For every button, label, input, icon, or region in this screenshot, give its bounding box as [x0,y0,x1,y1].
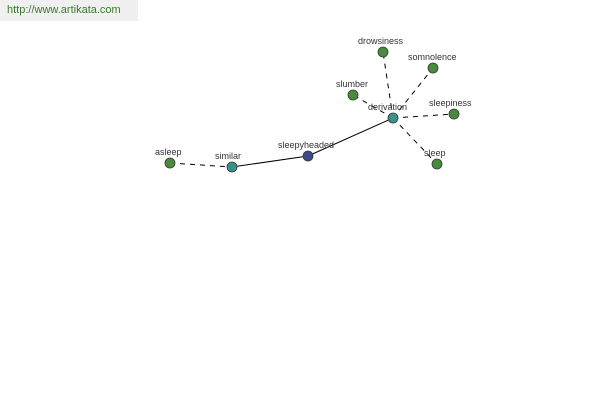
node-somnolence[interactable] [427,62,439,74]
node-similar[interactable] [226,161,238,173]
edge-derivation-sleepiness [392,113,455,119]
node-sleep[interactable] [431,158,443,170]
node-label-sleepyheaded: sleepyheaded [278,140,334,150]
node-label-similar: similar [215,151,241,161]
node-label-slumber: slumber [336,79,368,89]
url-bar: http://www.artikata.com [0,0,138,21]
node-sleepiness[interactable] [448,108,460,120]
node-sleepyheaded[interactable] [302,150,314,162]
edge-derivation-sleep [392,117,438,165]
node-slumber[interactable] [347,89,359,101]
edge-derivation-slumber [352,94,394,119]
edge-sleepyheaded-derivation [307,117,394,157]
node-label-sleep: sleep [424,148,446,158]
node-label-drowsiness: drowsiness [358,36,404,46]
site-url-link[interactable]: http://www.artikata.com [7,4,121,16]
node-label-somnolence: somnolence [408,52,457,62]
node-derivation[interactable] [387,112,399,124]
node-label-asleep: asleep [155,147,182,157]
node-asleep[interactable] [164,157,176,169]
edge-similar-sleepyheaded [231,155,309,168]
node-drowsiness[interactable] [377,46,389,58]
edge-derivation-drowsiness [382,51,394,119]
node-label-sleepiness: sleepiness [429,98,472,108]
edge-asleep-similar [169,162,233,168]
node-label-derivation: derivation [368,102,407,112]
edge-derivation-somnolence [392,67,434,119]
